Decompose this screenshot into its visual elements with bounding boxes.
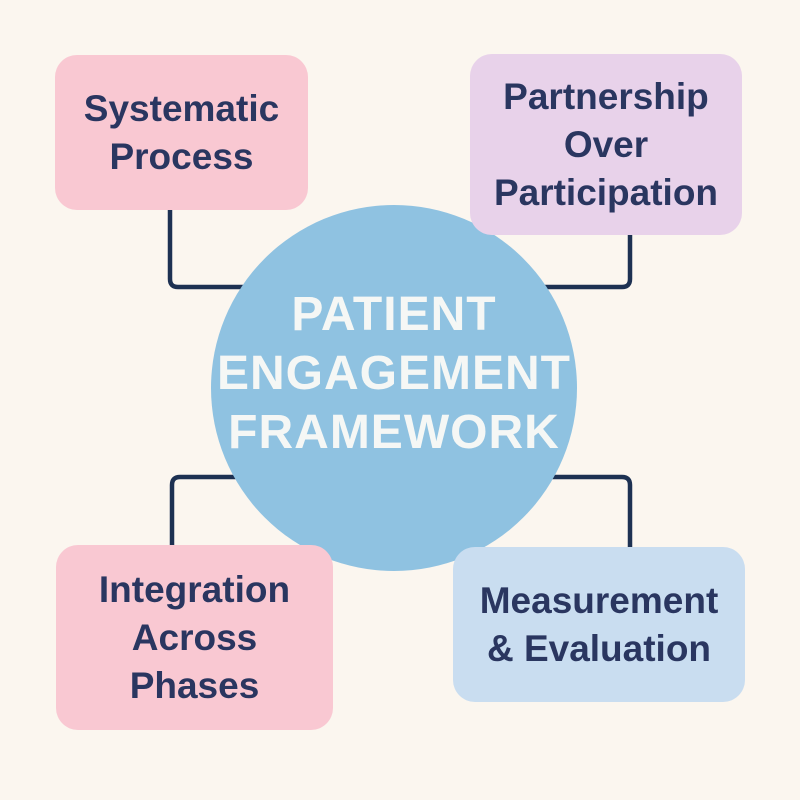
connector-top-left-line [167, 210, 395, 290]
node-partnership-over-participation-label: Partnership Over Participation [493, 75, 719, 213]
node-systematic-process-label: Systematic Process [83, 87, 280, 177]
connector-bottom-left-line [169, 474, 395, 545]
node-measurement-and-evaluation: Measurement & Evaluation [453, 547, 745, 702]
connector-bottom-right-line [395, 474, 633, 547]
connector-top-right-line [395, 235, 633, 290]
node-systematic-process: Systematic Process [55, 55, 308, 210]
node-integration-across-phases: Integration Across Phases [56, 545, 333, 730]
node-measurement-and-evaluation-label: Measurement & Evaluation [479, 579, 719, 669]
node-integration-across-phases-label: Integration Across Phases [98, 568, 291, 706]
center-node: PATIENT ENGAGEMENT FRAMEWORK [211, 205, 577, 571]
node-partnership-over-participation: Partnership Over Participation [470, 54, 742, 235]
center-node-label: PATIENT ENGAGEMENT FRAMEWORK [216, 287, 571, 459]
